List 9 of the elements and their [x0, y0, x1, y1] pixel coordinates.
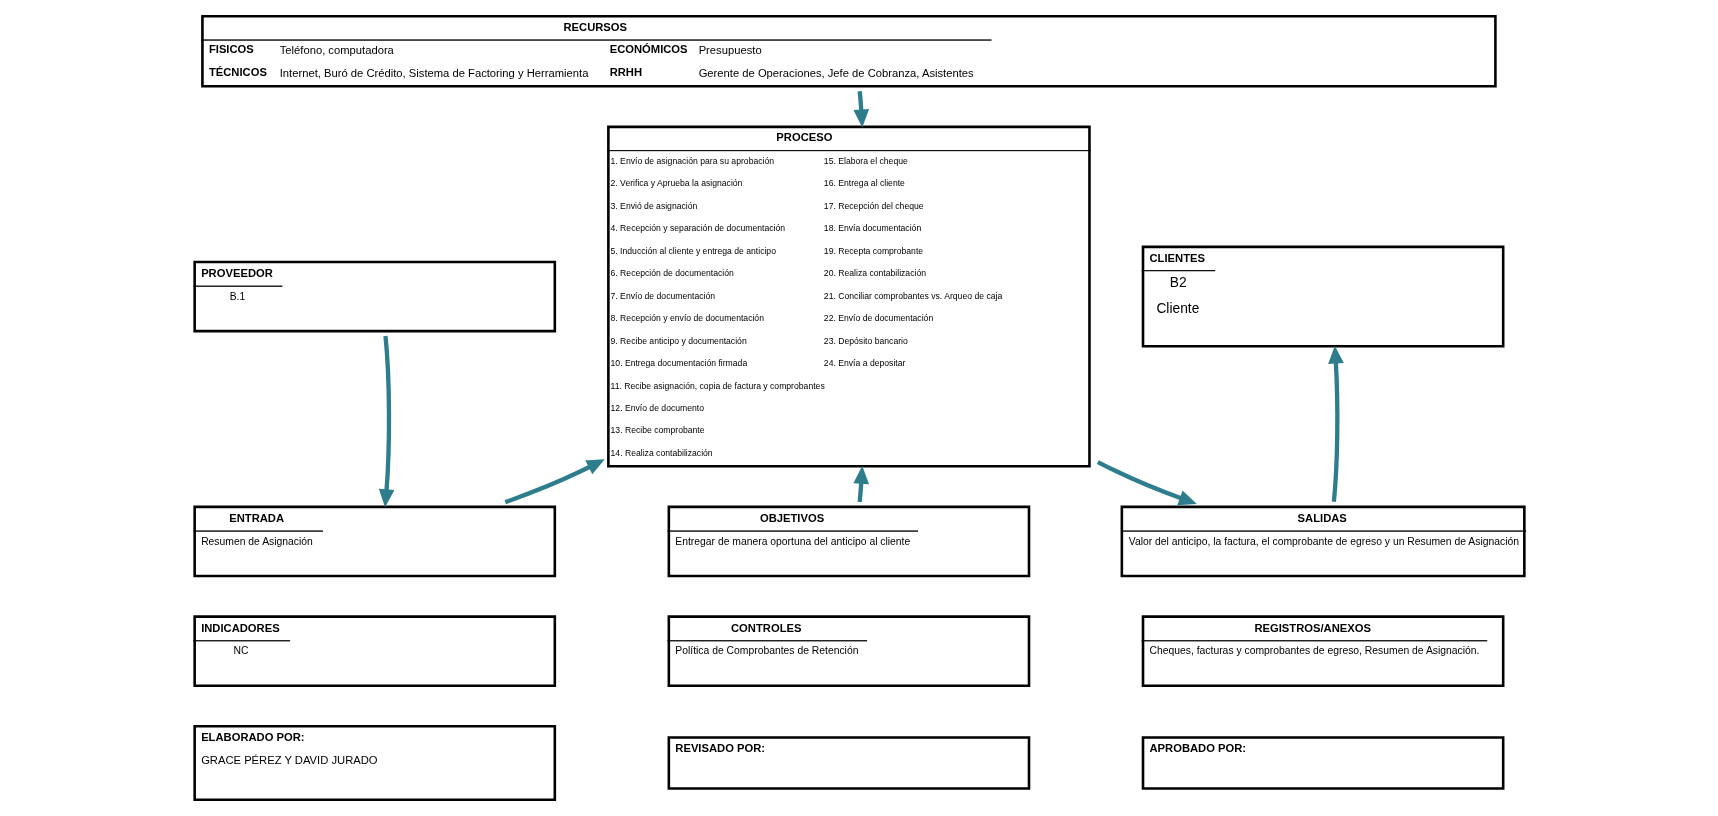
node-box: APROBADO POR:	[1141, 736, 1504, 790]
arrow	[852, 91, 869, 128]
arrow	[1327, 345, 1344, 502]
arrow	[1096, 460, 1197, 506]
node-box: ELABORADO POR: GRACE PÉREZ Y DAVID JURADO	[192, 725, 556, 801]
node-box: REVISADO POR:	[667, 736, 1030, 790]
arrow	[378, 335, 394, 508]
arrow	[504, 459, 605, 505]
arrow	[852, 465, 869, 503]
